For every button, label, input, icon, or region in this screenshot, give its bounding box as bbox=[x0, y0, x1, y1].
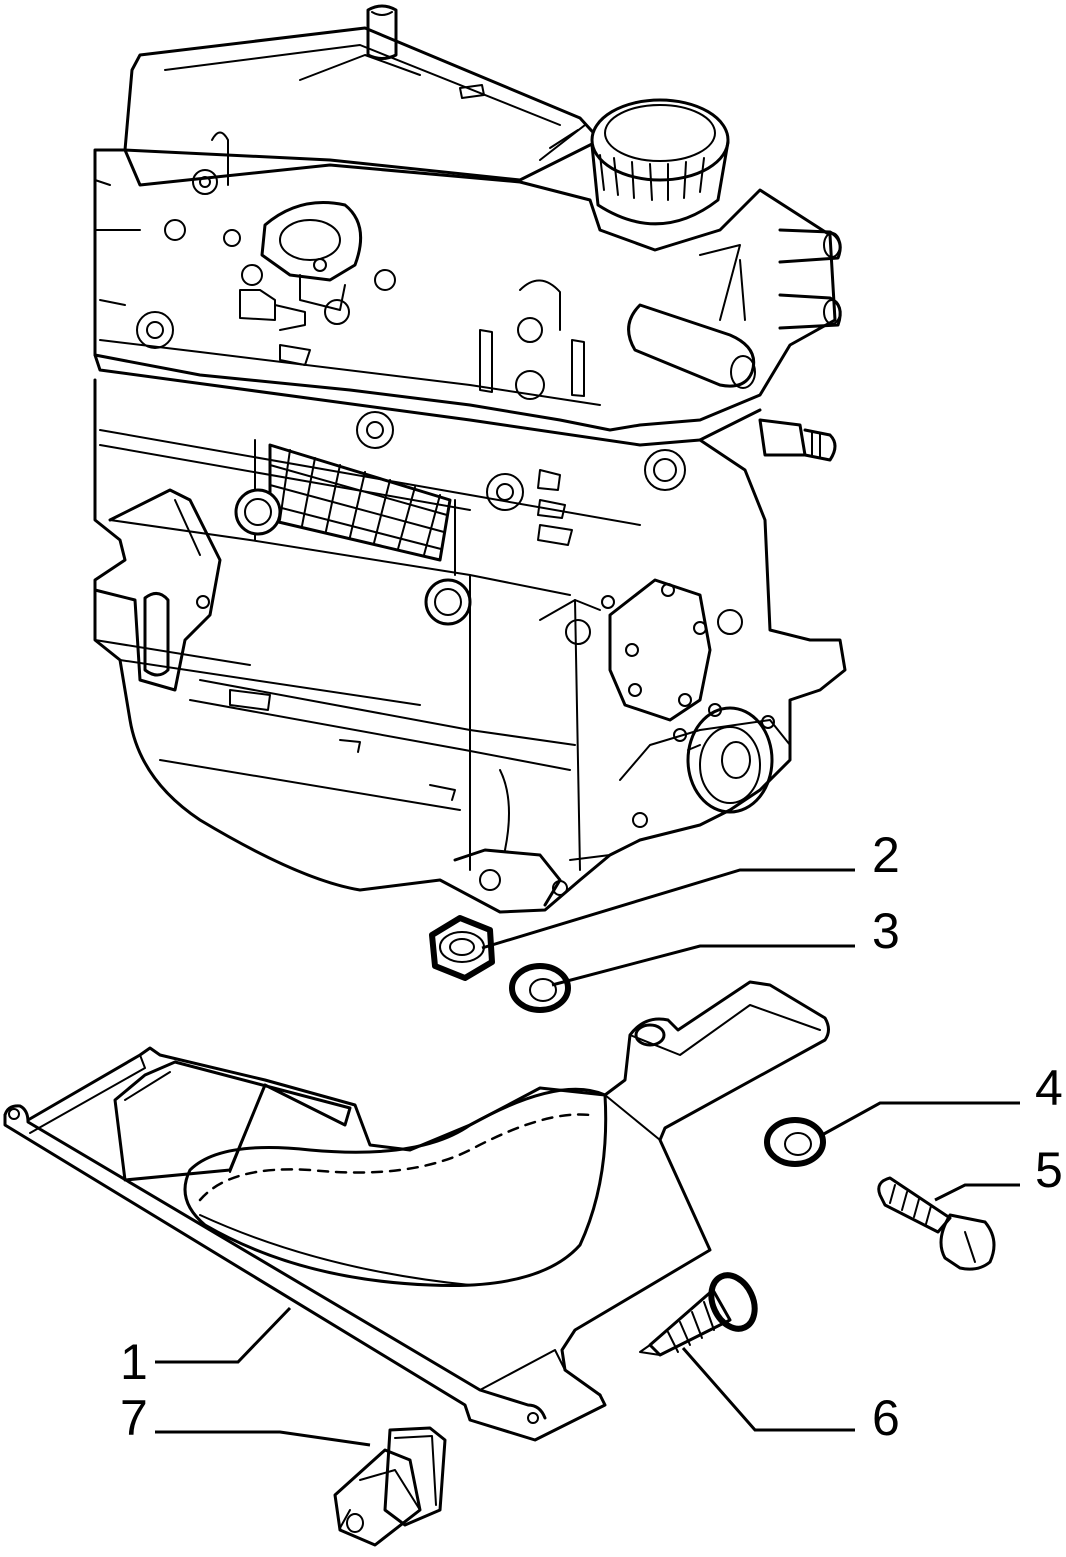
part-7-buffer bbox=[333, 1426, 447, 1547]
callout-3: 3 bbox=[872, 903, 900, 959]
callout-5: 5 bbox=[1035, 1142, 1063, 1198]
callout-6: 6 bbox=[872, 1390, 900, 1446]
part-4-washer bbox=[764, 1117, 826, 1167]
callout-2: 2 bbox=[872, 827, 900, 883]
leader-7 bbox=[155, 1430, 371, 1447]
leader-1 bbox=[155, 1306, 292, 1364]
part-5-bolt bbox=[877, 1176, 996, 1271]
leader-4 bbox=[821, 1101, 1020, 1137]
leader-2 bbox=[481, 868, 855, 950]
callout-4: 4 bbox=[1035, 1060, 1063, 1116]
callout-1: 1 bbox=[120, 1334, 148, 1390]
leader-5 bbox=[934, 1183, 1020, 1202]
leader-lines bbox=[155, 868, 1020, 1447]
engine-block bbox=[93, 4, 847, 914]
leader-3 bbox=[551, 944, 855, 987]
part-3-washer bbox=[509, 963, 571, 1013]
part-6-screw bbox=[639, 1272, 758, 1357]
leader-6 bbox=[681, 1347, 855, 1432]
callout-7: 7 bbox=[120, 1390, 148, 1446]
callout-labels: 1 2 3 4 5 6 7 bbox=[120, 827, 1063, 1446]
part-1-cover bbox=[3, 980, 830, 1442]
